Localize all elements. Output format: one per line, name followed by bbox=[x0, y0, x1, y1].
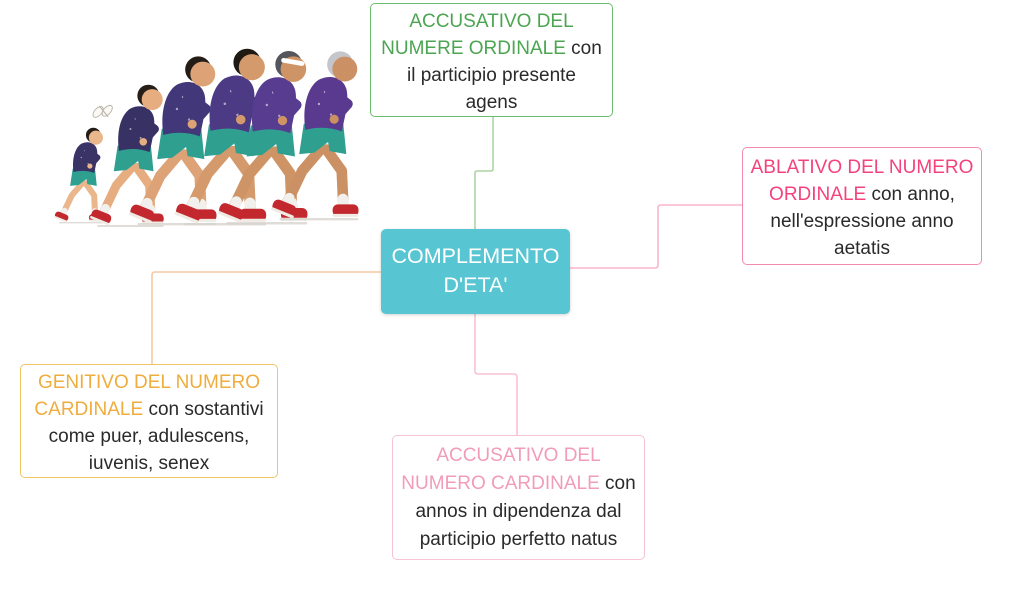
aging-runners-illustration bbox=[54, 48, 359, 228]
runner-figure-adult bbox=[174, 48, 267, 226]
node-text-line: NUMERO CARDINALE con bbox=[401, 473, 636, 494]
node-accusativo-cardinale: ACCUSATIVO DEL NUMERO CARDINALE con annos … bbox=[392, 435, 645, 560]
node-text-line: ORDINALE con anno, bbox=[769, 184, 955, 205]
node-text-line: ABLATIVO DEL NUMERO bbox=[750, 157, 974, 178]
node-text-line: CARDINALE con sostantivi bbox=[34, 399, 264, 420]
connector-bottom-node bbox=[474, 313, 518, 436]
node-complemento-deta: COMPLEMENTO D'ETA' bbox=[381, 229, 570, 314]
node-text-line: agens bbox=[465, 92, 518, 113]
node-text-line: NUMERE ORDINALE con bbox=[381, 38, 602, 59]
node-accusativo-ordinale: ACCUSATIVO DEL NUMERE ORDINALE con il part… bbox=[370, 3, 613, 117]
node-text-line: nell'espressione anno bbox=[770, 211, 954, 232]
node-text-line: il participio presente bbox=[407, 65, 576, 86]
runner-figure-middle-aged bbox=[217, 51, 308, 225]
node-text-line: come puer, adulescens, bbox=[48, 426, 250, 447]
node-text-line: annos in dipendenza dal bbox=[415, 501, 622, 522]
runner-figure-elder bbox=[271, 51, 359, 221]
node-ablativo-ordinale: ABLATIVO DEL NUMERO ORDINALE con anno, nel… bbox=[742, 147, 982, 265]
node-text-line: participio perfetto natus bbox=[419, 529, 618, 550]
connector-right-node bbox=[569, 204, 743, 269]
runner-figure-boy bbox=[90, 84, 164, 228]
node-text-line: aetatis bbox=[834, 238, 890, 259]
node-text-line: GENITIVO DEL NUMERO bbox=[37, 372, 261, 393]
node-text-line: iuvenis, senex bbox=[88, 453, 210, 474]
connector-bottom-left-node bbox=[151, 271, 382, 365]
node-genitivo-cardinale: GENITIVO DEL NUMERO CARDINALE con sostant… bbox=[20, 364, 278, 478]
node-text-line: ACCUSATIVO DEL bbox=[436, 445, 601, 466]
runner-figure-child bbox=[54, 127, 104, 224]
node-text-line: ACCUSATIVO DEL bbox=[409, 11, 574, 32]
runner-figure-teen bbox=[129, 56, 217, 226]
butterfly-icon bbox=[92, 104, 113, 118]
connector-top-node bbox=[474, 116, 494, 230]
